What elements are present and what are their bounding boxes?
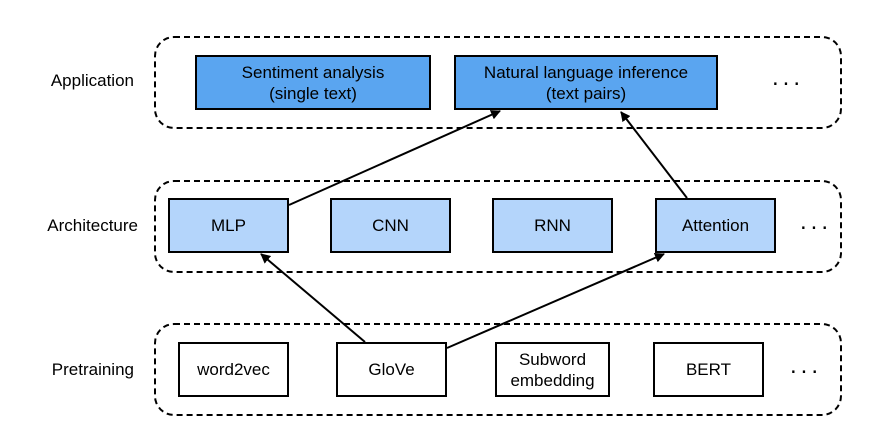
- node-word2vec: word2vec: [178, 342, 289, 397]
- node-bert: BERT: [653, 342, 764, 397]
- architecture-ellipsis: ...: [800, 208, 833, 235]
- node-mlp: MLP: [168, 198, 289, 253]
- node-subword-line1: Subword: [518, 349, 587, 369]
- pretraining-ellipsis: ...: [790, 352, 823, 379]
- node-cnn: CNN: [330, 198, 451, 253]
- layer-label-application: Application: [50, 71, 134, 90]
- layer-label-architecture: Architecture: [47, 216, 138, 235]
- node-subword-embedding: Subword embedding: [495, 342, 610, 397]
- node-attention: Attention: [655, 198, 776, 253]
- node-glove: GloVe: [336, 342, 447, 397]
- node-natural-language-inference: Natural language inference (text pairs): [454, 55, 718, 110]
- application-ellipsis: ...: [772, 64, 805, 91]
- node-sentiment-line2: (single text): [269, 83, 357, 103]
- node-sentiment-line1: Sentiment analysis: [241, 62, 385, 82]
- node-nli-line1: Natural language inference: [483, 62, 689, 82]
- node-sentiment-analysis: Sentiment analysis (single text): [195, 55, 431, 110]
- node-rnn: RNN: [492, 198, 613, 253]
- node-nli-line2: (text pairs): [545, 83, 627, 103]
- layer-label-pretraining: Pretraining: [51, 360, 134, 379]
- node-subword-line2: embedding: [510, 370, 595, 390]
